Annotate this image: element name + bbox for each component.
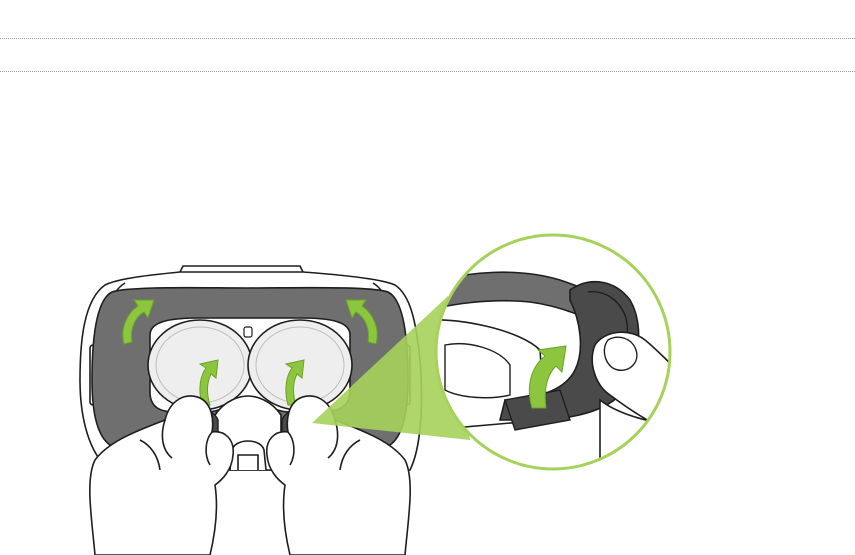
headset-cushion-illustration bbox=[0, 0, 855, 555]
